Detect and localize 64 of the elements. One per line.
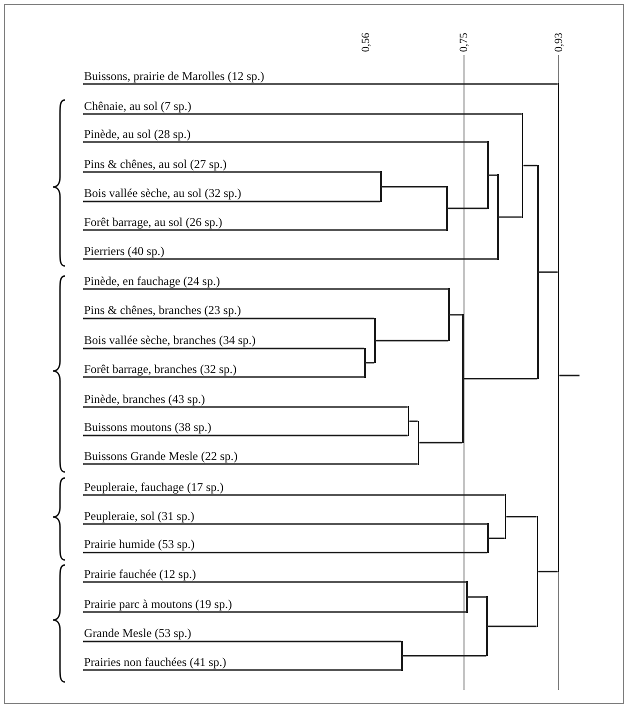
scale-value: 0,93 bbox=[552, 32, 564, 52]
dendrogram-branch bbox=[83, 258, 498, 260]
leaf-label: Buissons, prairie de Marolles (12 sp.) bbox=[83, 68, 264, 82]
leaf-label: Prairies non fauchées (41 sp.) bbox=[83, 654, 226, 668]
leaf-label: Prairie fauchée (12 sp.) bbox=[83, 566, 196, 580]
dendrogram-branch bbox=[83, 581, 466, 583]
dendrogram-branch bbox=[366, 362, 374, 364]
dendrogram-branch bbox=[83, 200, 380, 202]
dendrogram-branch bbox=[419, 442, 462, 444]
leaf-label: Pins & chênes, au sol (27 sp.) bbox=[83, 156, 227, 170]
dendrogram-branch bbox=[83, 434, 408, 436]
dendrogram-branch bbox=[83, 141, 488, 143]
dendrogram-branch bbox=[83, 494, 505, 496]
dendrogram-branch bbox=[83, 171, 380, 173]
dendrogram-branch bbox=[523, 164, 538, 166]
dendrogram-branch bbox=[450, 314, 462, 316]
dendrogram-branch bbox=[402, 655, 486, 656]
leaf-label: Pinède, branches (43 sp.) bbox=[83, 392, 205, 406]
dendrogram-branch bbox=[83, 288, 448, 290]
dendrogram-branch bbox=[488, 626, 537, 628]
dendrogram-branch bbox=[83, 552, 488, 554]
dendrogram-branch bbox=[83, 611, 466, 613]
dendrogram-branch bbox=[506, 516, 537, 518]
dendrogram-branch bbox=[464, 378, 538, 380]
dendrogram-branch bbox=[83, 463, 418, 465]
leaf-label: Buissons Grande Mesle (22 sp.) bbox=[83, 448, 238, 462]
leaf-label: Bois vallée sèche, au sol (32 sp.) bbox=[83, 186, 242, 200]
leaf-label: Forêt barrage, branches (32 sp.) bbox=[83, 362, 237, 376]
dendrogram-branch bbox=[538, 570, 558, 572]
dendrogram-branch bbox=[538, 271, 558, 273]
leaf-label: Pinède, en fauchage (24 sp.) bbox=[83, 274, 220, 288]
dendrogram-branch bbox=[468, 596, 486, 598]
leaf-label: Forêt barrage, au sol (26 sp.) bbox=[83, 214, 222, 228]
dendrogram-branch bbox=[83, 348, 364, 350]
leaf-label: Pierriers (40 sp.) bbox=[83, 244, 164, 258]
dendrogram-branch bbox=[83, 523, 488, 525]
dendrogram-branch bbox=[83, 376, 364, 378]
dendrogram-branch bbox=[83, 669, 402, 671]
dendrogram-branch bbox=[83, 83, 558, 85]
dendrogram-branch bbox=[83, 318, 374, 320]
leaf-label: Prairie parc à moutons (19 sp.) bbox=[83, 596, 232, 610]
dendrogram-branch bbox=[83, 229, 446, 231]
dendrogram-branch bbox=[83, 406, 408, 408]
dendrogram-branch bbox=[488, 174, 498, 176]
leaf-label: Pinède, au sol (28 sp.) bbox=[83, 126, 191, 140]
leaf-label: Grande Mesle (53 sp.) bbox=[83, 626, 192, 640]
dendrogram-branch bbox=[409, 420, 418, 422]
dendrogram-branch bbox=[498, 216, 522, 218]
dendrogram-branch bbox=[83, 640, 402, 642]
leaf-label: Prairie humide (53 sp.) bbox=[83, 537, 195, 552]
dendrogram-branch bbox=[376, 340, 448, 342]
scale-value: 0,75 bbox=[458, 32, 470, 52]
leaf-label: Pins & chênes, branches (23 sp.) bbox=[83, 303, 241, 317]
dendrogram-branch bbox=[488, 538, 505, 539]
dendrogram-branch bbox=[448, 208, 488, 210]
leaf-label: Peupleraie, sol (31 sp.) bbox=[83, 508, 194, 522]
leaf-label: Bois vallée sèche, branches (34 sp.) bbox=[83, 333, 256, 347]
leaf-label: Buissons moutons (38 sp.) bbox=[83, 420, 212, 434]
dendrogram-branch bbox=[83, 113, 522, 115]
dendrogram-branch bbox=[559, 374, 580, 376]
dendrogram-branch bbox=[382, 186, 446, 188]
scale-value: 0,56 bbox=[360, 32, 372, 52]
leaf-label: Chênaie, au sol (7 sp.) bbox=[83, 98, 192, 112]
leaf-label: Peupleraie, fauchage (17 sp.) bbox=[83, 480, 224, 494]
